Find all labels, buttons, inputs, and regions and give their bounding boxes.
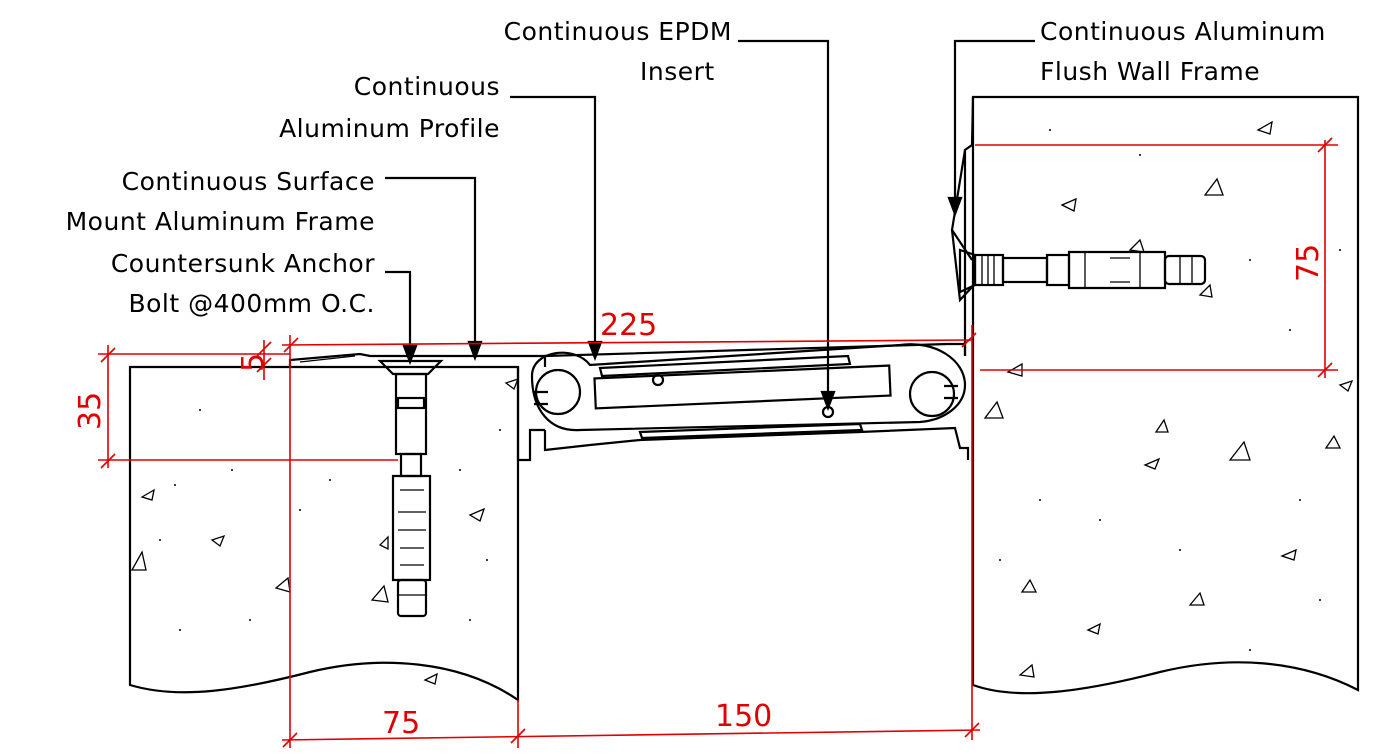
epdm-label-line1: Continuous EPDM — [504, 17, 732, 46]
profile-label-line2: Aluminum Profile — [279, 114, 500, 143]
right-aggregate-hatch — [983, 120, 1354, 678]
dimension-lines — [98, 137, 1338, 748]
left-aggregate-hatch — [130, 377, 520, 685]
dim-frame-depth: 35 — [73, 392, 108, 430]
surface-frame-label-line2: Mount Aluminum Frame — [66, 207, 375, 236]
anchor-label-line1: Countersunk Anchor — [111, 249, 375, 278]
profile-label-line1: Continuous — [354, 72, 500, 101]
surface-frame-label-line1: Continuous Surface — [122, 167, 375, 196]
epdm-label-line2: Insert — [640, 57, 715, 86]
left-aggregate-dots — [159, 409, 501, 631]
dim-line-225 — [281, 339, 973, 346]
flush-frame-label-line2: Flush Wall Frame — [1040, 57, 1260, 86]
right-aggregate-dots — [999, 129, 1341, 651]
leader-lines — [385, 39, 1035, 412]
left-concrete-slab — [128, 365, 520, 703]
dim-total-width: 225 — [600, 308, 657, 343]
right-concrete-slab — [971, 95, 1360, 695]
dim-gap-width: 150 — [715, 699, 772, 734]
flush-frame-label-line1: Continuous Aluminum — [1040, 17, 1326, 46]
right-hinge-knuckle — [908, 370, 956, 418]
dim-line-bottom — [281, 729, 981, 741]
wall-anchor-bolt — [958, 248, 1207, 294]
dimension-values: 225 5 35 75 75 150 — [73, 244, 1326, 741]
aluminum-profile — [530, 342, 970, 460]
flush-wall-frame — [950, 96, 975, 356]
countersunk-anchor-bolt — [377, 359, 444, 618]
epdm-insert — [593, 364, 892, 410]
dim-frame-thickness: 5 — [236, 353, 271, 372]
callout-labels: Continuous EPDM Insert Continuous Alumin… — [66, 17, 1326, 318]
anchor-label-line2: Bolt @400mm O.C. — [128, 289, 375, 318]
dim-left-offset: 75 — [382, 706, 420, 741]
dim-wall-frame-height: 75 — [1291, 244, 1326, 282]
